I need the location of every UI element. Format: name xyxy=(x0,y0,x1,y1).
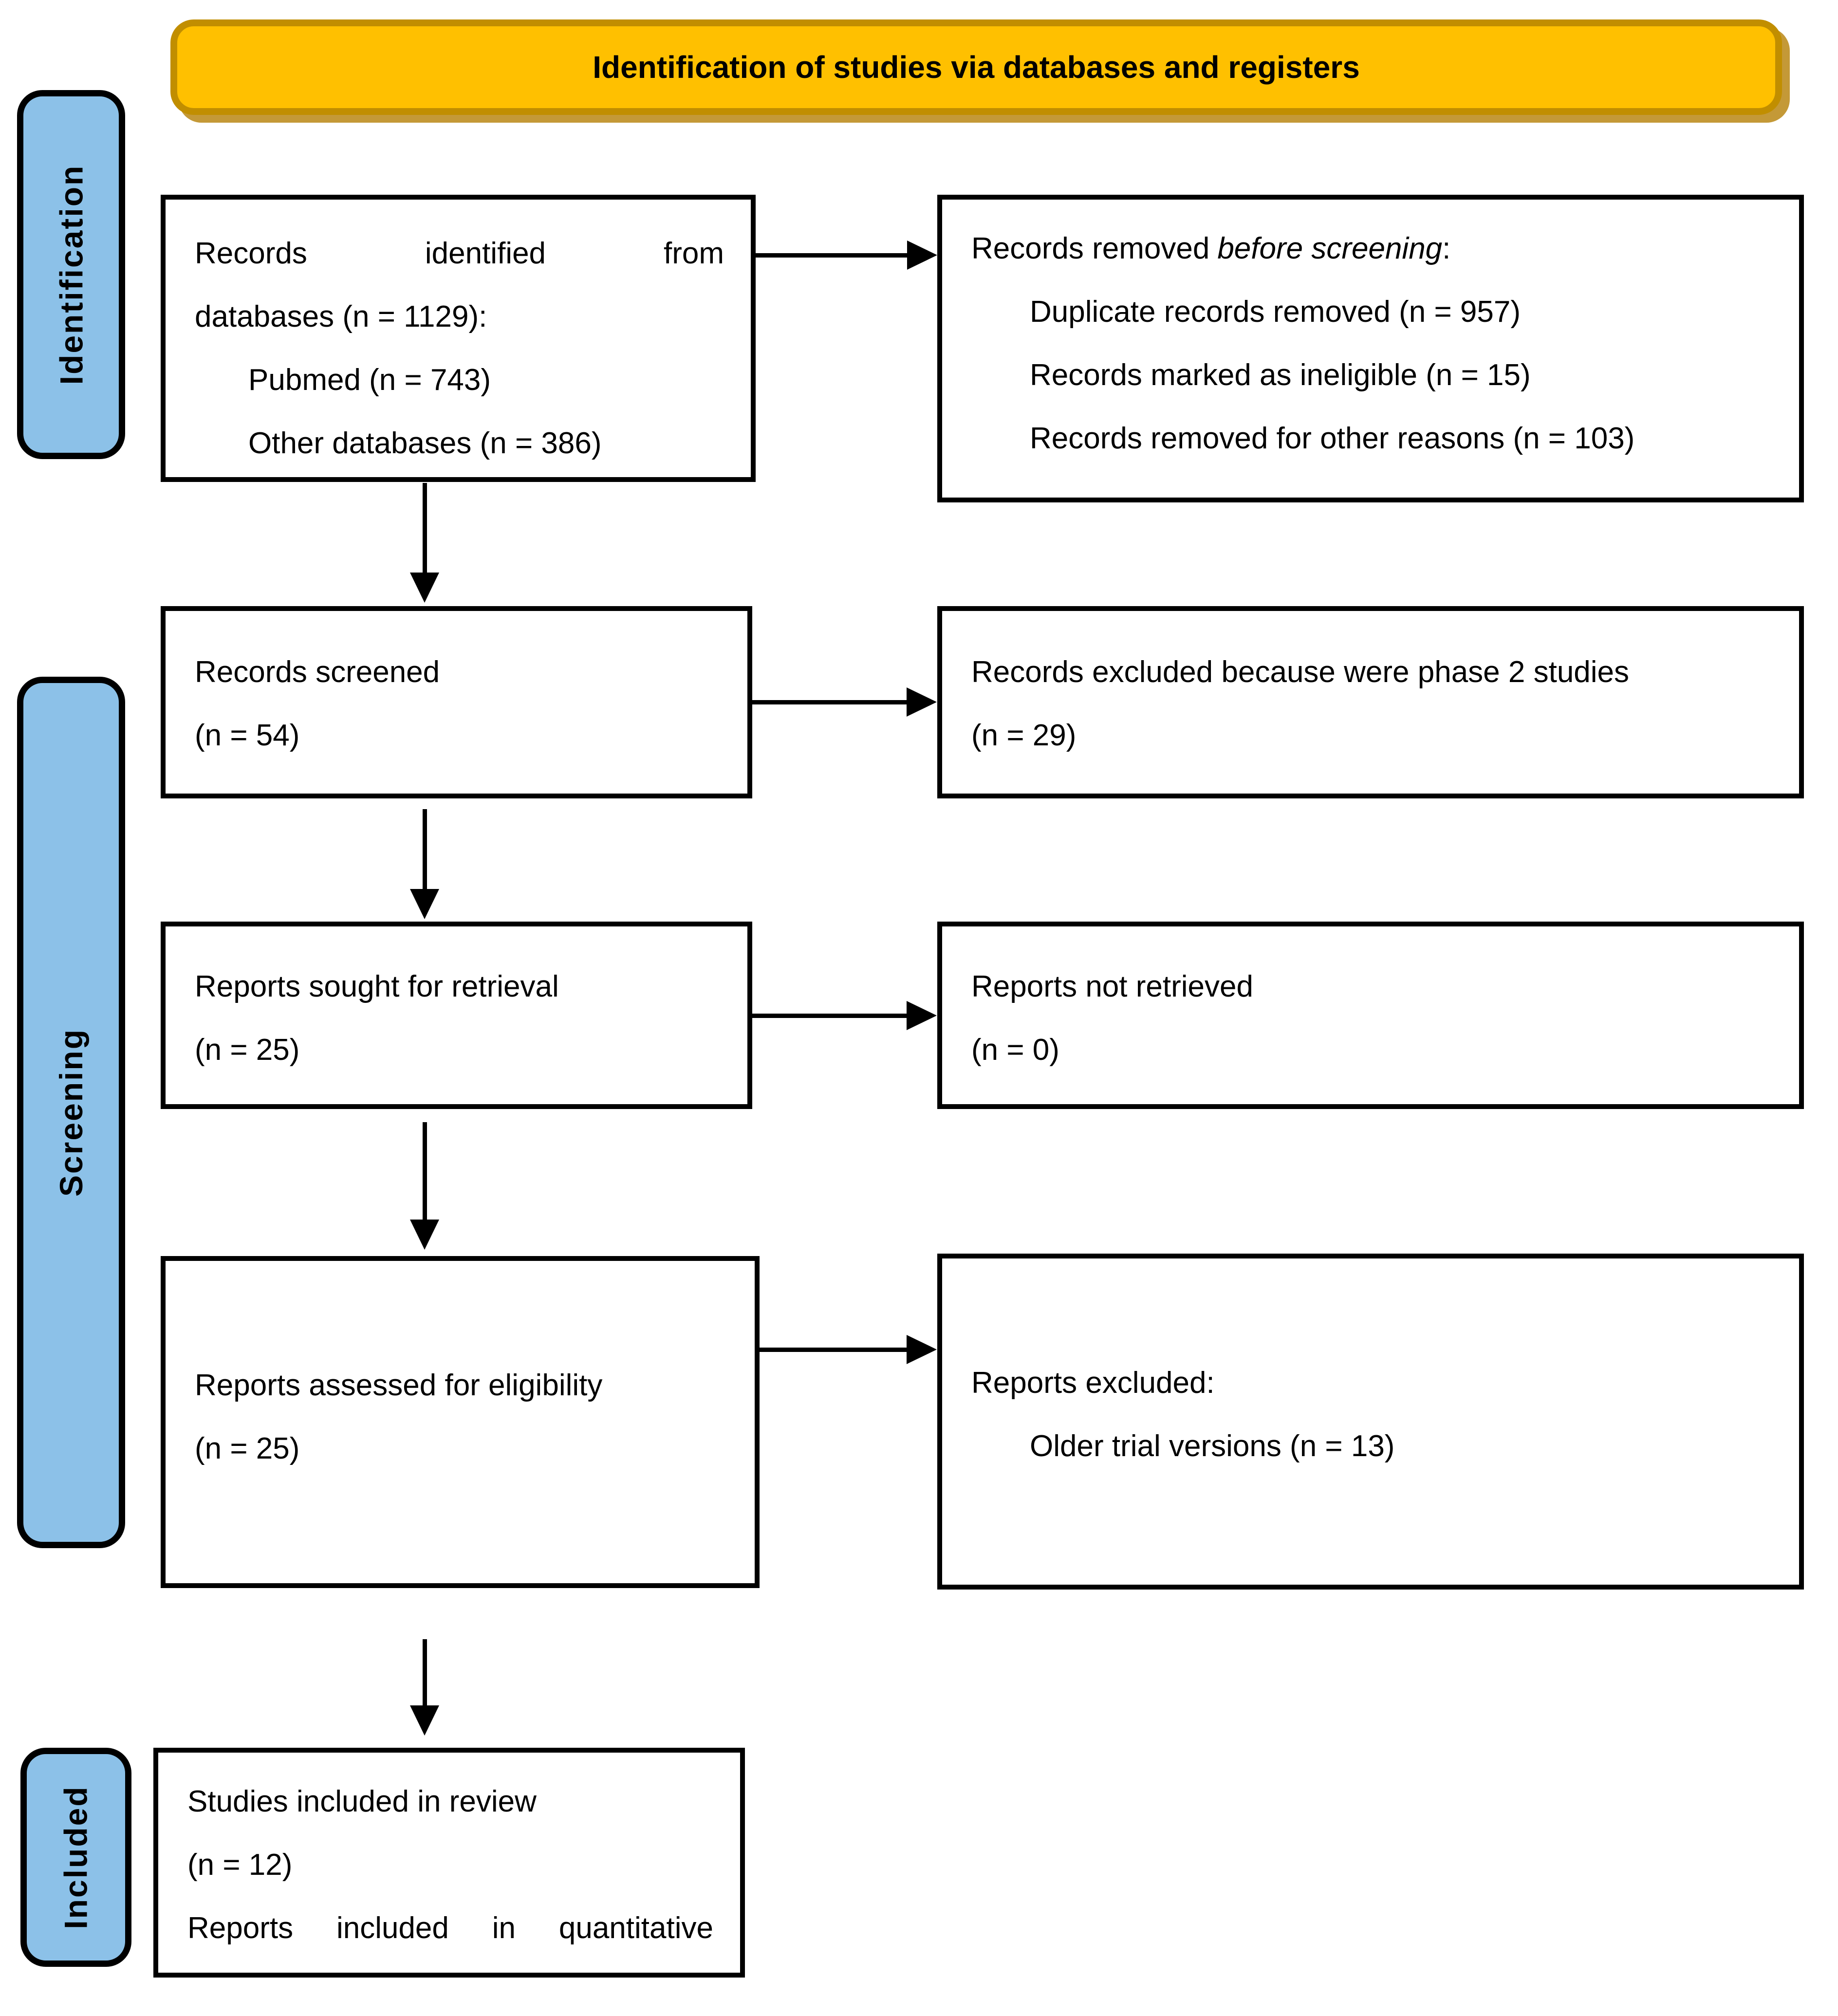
stage-label-identification-text: Identification xyxy=(53,164,90,385)
word: identified xyxy=(425,236,546,270)
reports-sought-line1: Reports sought for retrieval xyxy=(195,969,559,1003)
stage-label-included: Included xyxy=(20,1748,131,1967)
box-reports-not-retrieved: Reports not retrieved (n = 0) xyxy=(937,922,1804,1109)
arrow-sought-to-not-retrieved-shaft xyxy=(752,1014,907,1018)
reports-not-retrieved-line1: Reports not retrieved xyxy=(971,969,1253,1003)
box-reports-sought: Reports sought for retrieval (n = 25) xyxy=(161,922,752,1109)
reports-assessed-count: (n = 25) xyxy=(195,1431,300,1465)
word: included xyxy=(336,1911,449,1945)
header-banner: Identification of studies via databases … xyxy=(170,19,1782,115)
arrow-identified-to-removed-shaft xyxy=(756,253,908,258)
reports-not-retrieved-count: (n = 0) xyxy=(971,1033,1059,1067)
records-removed-title-italic: before screening xyxy=(1217,231,1443,265)
stage-label-screening-text: Screening xyxy=(53,1028,90,1197)
word: Records xyxy=(195,236,307,270)
word: in xyxy=(492,1911,516,1945)
reports-sought-count: (n = 25) xyxy=(195,1033,300,1067)
arrow-identified-to-screened-shaft xyxy=(423,483,427,573)
arrow-screened-to-excluded-head xyxy=(907,687,937,717)
box-records-removed: Records removed before screening : Dupli… xyxy=(937,195,1804,502)
records-excluded-count: (n = 29) xyxy=(971,718,1077,752)
box-records-identified: Records identified from databases (n = 1… xyxy=(161,195,756,482)
reports-excluded-older-versions: Older trial versions (n = 13) xyxy=(1030,1429,1395,1463)
word: quantitative xyxy=(558,1911,713,1945)
box-studies-included: Studies included in review (n = 12) Repo… xyxy=(153,1748,745,1978)
arrow-assessed-to-included-head xyxy=(410,1705,439,1736)
records-removed-other-reasons: Records removed for other reasons (n = 1… xyxy=(1030,421,1635,455)
stage-label-screening: Screening xyxy=(17,677,125,1548)
reports-excluded-title: Reports excluded: xyxy=(971,1366,1215,1400)
reports-assessed-line1: Reports assessed for eligibility xyxy=(195,1368,603,1402)
arrow-sought-to-assessed-head xyxy=(410,1220,439,1250)
records-identified-pubmed: Pubmed (n = 743) xyxy=(248,363,491,397)
studies-included-line1: Studies included in review xyxy=(187,1784,537,1818)
arrow-sought-to-not-retrieved-head xyxy=(907,1001,937,1030)
arrow-assessed-to-included-shaft xyxy=(423,1639,427,1705)
stage-label-identification: Identification xyxy=(17,90,125,459)
box-reports-excluded: Reports excluded: Older trial versions (… xyxy=(937,1254,1804,1590)
box-records-excluded-phase2: Records excluded because were phase 2 st… xyxy=(937,606,1804,798)
records-identified-line1: Records identified from xyxy=(195,222,724,285)
records-screened-line1: Records screened xyxy=(195,655,440,689)
records-removed-title-colon: : xyxy=(1442,231,1451,265)
arrow-identified-to-screened-head xyxy=(410,573,439,603)
arrow-screened-to-excluded-shaft xyxy=(752,700,907,704)
arrow-screened-to-sought-shaft xyxy=(423,809,427,889)
box-reports-assessed: Reports assessed for eligibility (n = 25… xyxy=(161,1256,760,1588)
records-screened-count: (n = 54) xyxy=(195,718,300,752)
arrow-assessed-to-excluded-head xyxy=(907,1335,937,1364)
studies-included-count: (n = 12) xyxy=(187,1848,293,1882)
header-title: Identification of studies via databases … xyxy=(593,50,1360,85)
records-identified-line2: databases (n = 1129): xyxy=(195,299,487,333)
stage-label-included-text: Included xyxy=(58,1785,94,1929)
records-removed-title-prefix: Records removed xyxy=(971,231,1210,265)
records-removed-duplicates: Duplicate records removed (n = 957) xyxy=(1030,295,1521,329)
word: from xyxy=(664,236,724,270)
records-removed-title: Records removed before screening : xyxy=(971,217,1780,280)
arrow-assessed-to-excluded-shaft xyxy=(760,1348,907,1352)
box-records-screened: Records screened (n = 54) xyxy=(161,606,752,798)
records-removed-ineligible: Records marked as ineligible (n = 15) xyxy=(1030,358,1531,392)
word: Reports xyxy=(187,1911,294,1945)
records-excluded-line1: Records excluded because were phase 2 st… xyxy=(971,655,1630,689)
arrow-sought-to-assessed-shaft xyxy=(423,1122,427,1220)
studies-included-line3: Reports included in quantitative xyxy=(187,1896,713,1960)
records-identified-other: Other databases (n = 386) xyxy=(248,426,602,460)
arrow-identified-to-removed-head xyxy=(907,240,937,270)
arrow-screened-to-sought-head xyxy=(410,889,439,919)
